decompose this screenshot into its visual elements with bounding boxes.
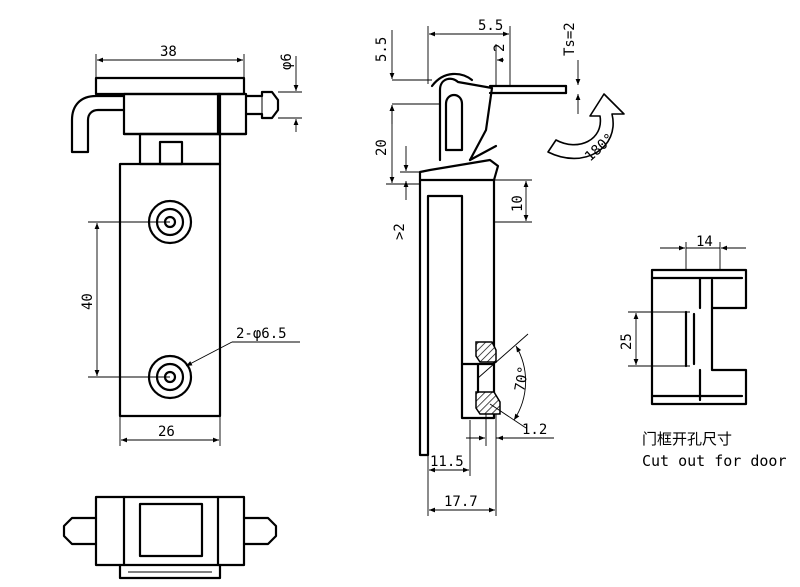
dim-hole-spacing: 40 — [80, 293, 96, 310]
thickness-label: Ts=2 — [562, 22, 578, 56]
cutout-height-dim: 25 — [619, 333, 635, 350]
open-angle: 70° — [512, 365, 532, 393]
dim-ge-2: >2 — [392, 223, 408, 240]
cutout-caption-en: Cut out for door — [642, 452, 787, 470]
cutout-width-dim: 14 — [696, 234, 713, 250]
dim-width-top: 38 — [160, 44, 177, 60]
dim-1-2: 1.2 — [522, 422, 547, 438]
rotation-angle: 180° — [582, 131, 618, 165]
dim-10: 10 — [510, 195, 526, 212]
dim-width-bottom: 26 — [158, 424, 175, 440]
dim-5-5-horizontal: 5.5 — [478, 18, 503, 34]
cutout-caption-cn: 门框开孔尺寸 — [642, 430, 732, 448]
dim-17-7: 17.7 — [444, 494, 478, 510]
side-view: 5.5 2 5.5 Ts=2 20 >2 10 180° 70° — [374, 18, 625, 516]
dim-11-5: 11.5 — [430, 454, 464, 470]
holes-callout: 2-φ6.5 — [236, 326, 287, 342]
bottom-view — [62, 495, 278, 580]
dim-pin-diameter: φ6 — [279, 53, 295, 70]
front-view: 38 φ6 40 2-φ6.5 26 — [70, 44, 302, 446]
dim-5-5-vertical: 5.5 — [374, 37, 390, 62]
dim-2: 2 — [492, 44, 508, 52]
dim-20: 20 — [374, 139, 390, 156]
cutout-view: 14 25 门框开孔尺寸 Cut out for door — [619, 234, 787, 470]
